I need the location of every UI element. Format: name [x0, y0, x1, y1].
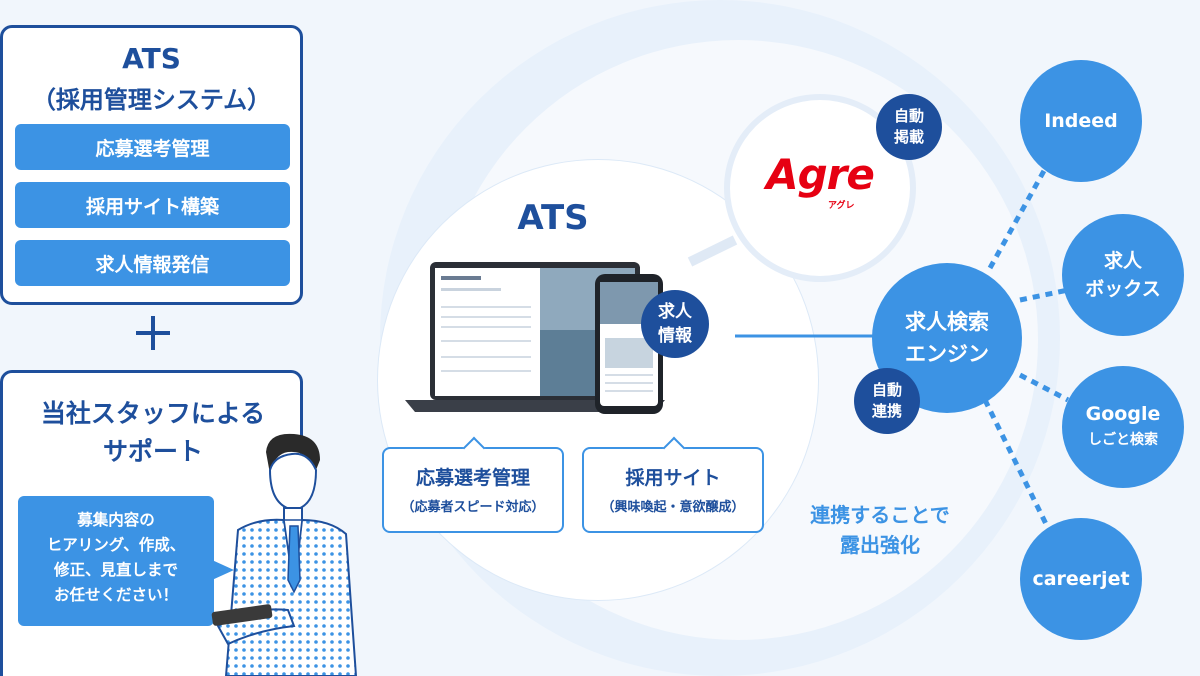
auto-link-badge: 自動 連携: [854, 368, 920, 434]
staff-illustration: [211, 433, 358, 676]
callout-application-management: 応募選考管理 （応募者スピード対応）: [382, 436, 564, 533]
support-title-line2: サポート: [102, 437, 203, 466]
callout-recruit-site: 採用サイト （興味喚起・意欲醸成）: [582, 436, 764, 533]
line-agre-ats: [687, 235, 738, 267]
line-engine-kyujin: [1019, 287, 1069, 303]
site-careerjet: careerjet: [1020, 518, 1142, 640]
plus-icon: [134, 314, 172, 352]
ats-center-label: ATS: [517, 198, 589, 238]
line-engine-google: [1018, 372, 1070, 403]
bubble-tail: [212, 560, 234, 580]
site-indeed: Indeed: [1020, 60, 1142, 182]
support-speech-bubble: 募集内容の ヒアリング、作成、 修正、見直しまで お任せください！: [18, 496, 214, 626]
line-engine-careerjet: [982, 398, 1051, 530]
ats-panel-subtitle: （採用管理システム）: [31, 86, 272, 114]
agre-logo-kana: アグレ: [828, 201, 855, 211]
ats-panel-title: ATS: [122, 42, 181, 75]
device-mockup-image: [405, 262, 665, 414]
site-google-jobs: Google しごと検索: [1062, 366, 1184, 488]
feature-job-info: 求人情報発信: [15, 240, 290, 286]
support-title-line1: 当社スタッフによる: [40, 399, 266, 428]
job-info-badge: 求人 情報: [641, 290, 709, 358]
agre-logo: Agre: [766, 150, 875, 199]
line-engine-indeed: [987, 158, 1053, 270]
exposure-caption: 連携することで 露出強化: [810, 503, 950, 557]
auto-post-badge: 自動 掲載: [876, 94, 942, 160]
site-kyujin-box: 求人 ボックス: [1062, 214, 1184, 336]
ats-panel: ATS （採用管理システム） 応募選考管理 採用サイト構築 求人情報発信: [0, 25, 303, 305]
feature-recruit-site: 採用サイト構築: [15, 182, 290, 228]
feature-application-management: 応募選考管理: [15, 124, 290, 170]
